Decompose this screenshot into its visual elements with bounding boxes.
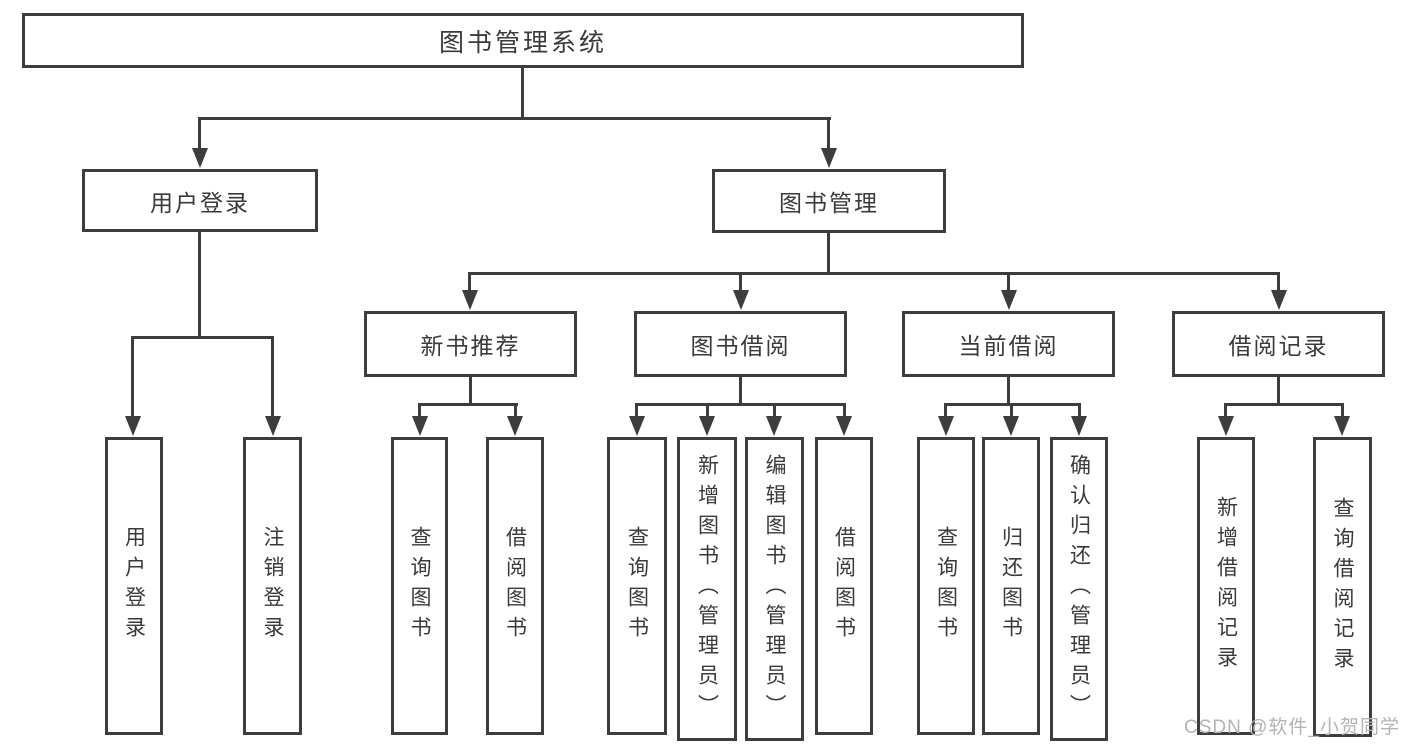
arrow-down-icon (507, 416, 523, 436)
connector-line (1224, 403, 1344, 406)
node-root: 图书管理系统 (22, 13, 1024, 68)
arrow-down-icon (1334, 416, 1350, 436)
leaf-label: 查询借阅记录 (1331, 497, 1355, 677)
arrow-down-icon (192, 148, 208, 168)
arrow-down-icon (1003, 416, 1019, 436)
leaf-label: 确认归还（管理员） (1067, 454, 1091, 724)
connector-line (271, 336, 274, 416)
connector-line (1277, 272, 1280, 292)
arrow-down-icon (1218, 416, 1234, 436)
leaf-query-book-3: 查询图书 (917, 437, 975, 735)
node-label: 图书借阅 (690, 333, 791, 359)
leaf-label: 新增图书（管理员） (695, 454, 719, 724)
node-label: 图书管理 (779, 190, 879, 216)
arrow-down-icon (836, 416, 852, 436)
leaf-label: 注销登录 (261, 526, 285, 646)
arrow-down-icon (938, 416, 954, 436)
leaf-return-book: 归还图书 (982, 437, 1040, 735)
arrow-down-icon (1001, 290, 1017, 310)
connector-line (827, 233, 830, 275)
watermark-text: CSDN @软件_小贺同学 (1184, 717, 1400, 738)
connector-line (635, 403, 638, 417)
connector-line (131, 336, 134, 416)
arrow-down-icon (462, 290, 478, 310)
connector-line (1010, 403, 1013, 417)
leaf-label: 查询图书 (625, 526, 649, 646)
node-label: 当前借阅 (958, 333, 1059, 359)
arrow-down-icon (733, 290, 749, 310)
leaf-query-book-2: 查询图书 (607, 437, 667, 735)
node-current-borrow: 当前借阅 (902, 311, 1115, 377)
connector-line (198, 117, 201, 149)
leaf-borrow-book-2: 借阅图书 (815, 437, 873, 735)
connector-line (739, 377, 742, 406)
connector-line (469, 377, 472, 406)
connector-line (944, 403, 947, 417)
arrow-down-icon (125, 416, 141, 436)
connector-line (198, 117, 831, 120)
arrow-down-icon (265, 416, 281, 436)
leaf-label: 查询图书 (934, 526, 958, 646)
node-label: 借阅记录 (1228, 333, 1329, 359)
leaf-label: 查询图书 (408, 526, 432, 646)
node-book-management: 图书管理 (712, 169, 946, 233)
node-new-book-recommend: 新书推荐 (364, 311, 577, 377)
connector-line (1007, 272, 1010, 292)
leaf-borrow-book-1: 借阅图书 (486, 437, 544, 735)
leaf-edit-book-admin: 编辑图书（管理员） (745, 437, 804, 741)
leaf-query-borrow-record: 查询借阅记录 (1313, 437, 1372, 737)
arrow-down-icon (699, 416, 715, 436)
connector-line (1007, 377, 1010, 406)
connector-line (706, 403, 709, 417)
leaf-logout: 注销登录 (243, 437, 302, 735)
leaf-add-borrow-record: 新增借阅记录 (1197, 437, 1255, 735)
connector-line (843, 403, 846, 417)
arrow-down-icon (412, 416, 428, 436)
connector-line (1277, 377, 1280, 406)
arrow-down-icon (766, 416, 782, 436)
leaf-label: 借阅图书 (503, 526, 527, 646)
connector-line (418, 403, 518, 406)
arrow-down-icon (821, 148, 837, 168)
arrow-down-icon (629, 416, 645, 436)
leaf-confirm-return-admin: 确认归还（管理员） (1050, 437, 1108, 741)
node-book-borrow: 图书借阅 (634, 311, 847, 377)
leaf-label: 归还图书 (999, 526, 1023, 646)
leaf-label: 借阅图书 (832, 526, 856, 646)
node-label: 新书推荐 (420, 333, 521, 359)
leaf-label: 新增借阅记录 (1214, 496, 1238, 676)
leaf-user-login: 用户登录 (105, 437, 163, 735)
connector-line (521, 68, 524, 119)
node-borrow-record: 借阅记录 (1172, 311, 1385, 377)
node-user-login: 用户登录 (82, 169, 318, 232)
leaf-add-book-admin: 新增图书（管理员） (677, 437, 737, 741)
connector-line (468, 272, 471, 292)
leaf-label: 用户登录 (122, 526, 146, 646)
connector-line (739, 272, 742, 292)
connector-line (468, 272, 1280, 275)
connector-line (514, 403, 517, 417)
connector-line (198, 232, 201, 339)
connector-line (1341, 403, 1344, 417)
connector-line (773, 403, 776, 417)
node-root-label: 图书管理系统 (438, 28, 607, 57)
node-label: 用户登录 (150, 189, 250, 216)
leaf-label: 编辑图书（管理员） (763, 454, 787, 724)
connector-line (131, 336, 274, 339)
connector-line (827, 117, 830, 149)
arrow-down-icon (1271, 290, 1287, 310)
arrow-down-icon (1071, 416, 1087, 436)
connector-line (635, 403, 846, 406)
leaf-query-book-1: 查询图书 (391, 437, 448, 735)
connector-line (418, 403, 421, 417)
connector-line (1078, 403, 1081, 417)
connector-line (1224, 403, 1227, 417)
